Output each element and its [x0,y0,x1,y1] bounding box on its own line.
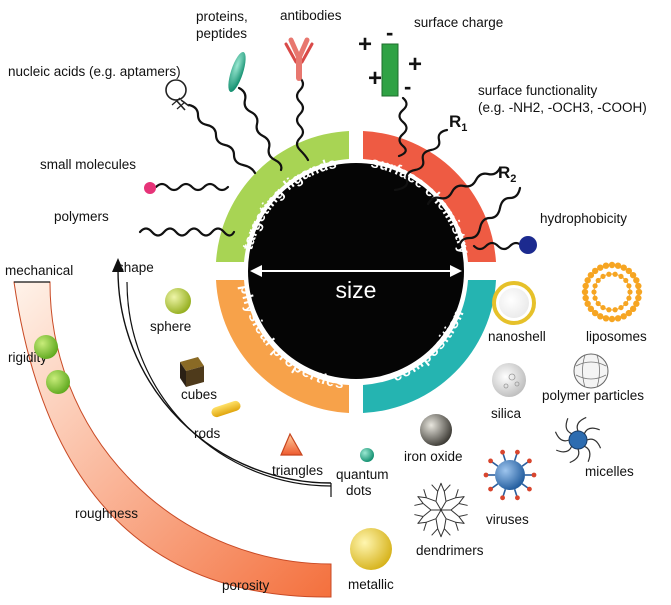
r2-label: R2 [498,163,516,185]
aptamer-icon [165,79,190,111]
quadrant-composition [363,280,496,413]
micelles-label: micelles [585,464,634,479]
rigid-sphere-2-icon [46,370,70,394]
nanoshell-label: nanoshell [488,329,546,344]
rigid-sphere-1-icon [34,335,58,359]
mechanical-band [13,258,332,598]
rod-icon [211,400,241,418]
peptides-label: peptides [196,26,247,41]
proteins-label: proteins, [196,9,248,24]
cube-icon [180,357,204,387]
dots-label: dots [346,483,372,498]
charge-plus-3: + [408,51,422,78]
rods-label: rods [194,426,221,441]
r1-label: R1 [449,112,467,134]
polymer-particles-label: polymer particles [542,388,644,403]
liposome-icon [581,261,643,323]
polymer-particle-icon [573,353,609,389]
charge-minus-1: - [386,20,393,45]
shape-arrowhead [112,258,124,272]
antibody-icon [284,37,314,81]
silica-label: silica [491,406,521,421]
shape-label: shape [117,260,154,275]
charge-minus-2: - [404,74,411,99]
charge-bar [381,43,399,97]
surface-chains [393,96,524,251]
surface-charge-label: surface charge [414,15,503,30]
roughness-label: roughness [75,506,138,521]
micelle-icon [554,416,602,464]
small-molecules-label: small molecules [40,157,136,172]
dendrimer-icon [414,482,468,538]
antibodies-label: antibodies [280,8,342,23]
iron-oxide-label: iron oxide [404,449,463,464]
cubes-label: cubes [181,387,217,402]
dendrimers-label: dendrimers [416,543,484,558]
quantum-label: quantum [336,467,389,482]
iron-oxide-icon [420,414,452,446]
quadrant-targeting-ligands [216,131,349,262]
triangles-label: triangles [272,463,323,478]
sphere-icon [165,288,191,314]
quadrant-surface-chemistry [363,131,496,262]
size-label: size [336,277,377,303]
small-molecule-icon [144,182,156,194]
charge-plus-2: + [368,65,382,92]
porosity-label: porosity [222,578,270,593]
quadrant-physical-properties [216,280,349,413]
functional-groups-label: (e.g. -NH2, -OCH3, -COOH) [478,100,647,115]
polymers-label: polymers [54,209,109,224]
sphere-label: sphere [150,319,191,334]
charge-plus-1: + [358,31,372,58]
surface-functionality-label: surface functionality [478,83,598,98]
pores [212,498,306,546]
silica-icon [492,363,526,397]
protein-icon [228,51,246,93]
triangle-icon [280,432,304,456]
viruses-label: viruses [486,512,529,527]
metallic-label: metallic [348,577,394,592]
metallic-icon [350,528,392,570]
hydrophobicity-label: hydrophobicity [540,211,627,226]
hydrophobic-group-icon [519,236,537,254]
quantum-dot-icon [360,448,374,462]
center-nanoparticle: size [216,131,496,413]
mechanical-label: mechanical [5,263,73,278]
ligand-chains [138,76,310,237]
liposomes-label: liposomes [586,329,647,344]
virus-icon [483,449,537,501]
nucleic-acids-label: nucleic acids (e.g. aptamers) [8,64,181,79]
